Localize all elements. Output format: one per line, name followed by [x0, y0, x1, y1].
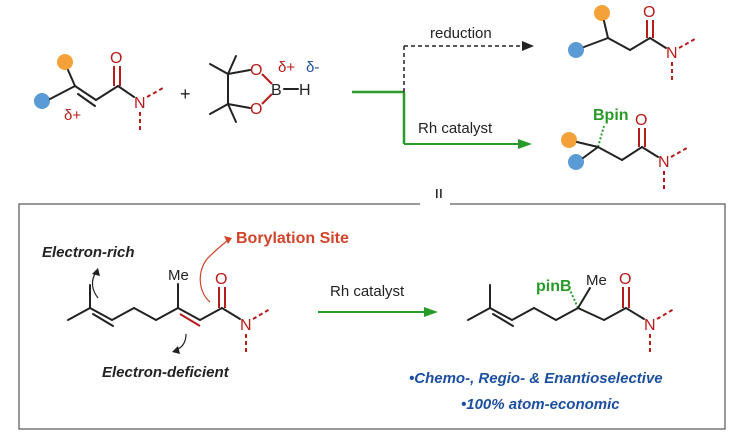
- plus-sign: +: [180, 84, 191, 104]
- substrate-molecule: O N δ+: [34, 50, 164, 132]
- borylation-site-label: Borylation Site: [236, 230, 349, 247]
- blue-substituent-dot: [568, 42, 584, 58]
- amide-nitrogen: N: [644, 317, 656, 334]
- carbonyl-oxygen: O: [215, 271, 227, 288]
- carbonyl-oxygen: O: [619, 271, 631, 288]
- application-box: [18, 203, 726, 430]
- carbonyl-oxygen: O: [643, 4, 655, 21]
- rh-catalyst-label-top: Rh catalyst: [418, 120, 493, 137]
- electron-rich-label: Electron-rich: [42, 244, 135, 261]
- amide-nitrogen: N: [240, 317, 252, 334]
- boronate-oxygen-top: O: [250, 62, 262, 79]
- carbonyl-oxygen: O: [110, 50, 122, 67]
- reduction-product: O N: [568, 4, 696, 82]
- methyl-label: Me: [168, 267, 189, 284]
- hydride-delta-minus: δ-: [306, 59, 319, 76]
- amide-nitrogen: N: [134, 95, 146, 112]
- amide-nitrogen: N: [666, 45, 678, 62]
- orange-substituent-dot: [561, 132, 577, 148]
- reduction-label: reduction: [430, 25, 492, 42]
- feature-selectivity: •Chemo-, Regio- & Enantioselective: [409, 370, 663, 387]
- rh-catalyst-label-box: Rh catalyst: [330, 283, 405, 300]
- amide-nitrogen: N: [658, 154, 670, 171]
- pinb-label: pinB: [536, 278, 572, 295]
- methyl-label: Me: [586, 272, 607, 289]
- carbonyl-oxygen: O: [635, 112, 647, 129]
- feature-atom-economy: •100% atom-economic: [461, 396, 620, 413]
- boron-delta-plus: δ+: [278, 59, 295, 76]
- hydroboration-product: Bpin O N: [561, 107, 688, 189]
- borylation-site-arrow: [199, 239, 229, 303]
- blue-substituent-dot: [568, 154, 584, 170]
- boronate-oxygen-bottom: O: [250, 101, 262, 118]
- pinacolborane-molecule: O O B H δ+ δ-: [209, 55, 319, 123]
- delta-plus-label: δ+: [64, 107, 81, 124]
- orange-substituent-dot: [594, 5, 610, 21]
- borylated-product: pinB Me O N: [467, 271, 675, 354]
- boron-atom: B: [271, 82, 282, 99]
- branch-arrows: reduction Rh catalyst: [352, 25, 534, 149]
- electron-rich-arrow: [91, 271, 99, 299]
- electron-deficient-label: Electron-deficient: [102, 364, 230, 381]
- bpin-label: Bpin: [593, 107, 629, 124]
- orange-substituent-dot: [57, 54, 73, 70]
- diene-substrate: Me O N: [67, 267, 271, 354]
- hydride-atom: H: [299, 82, 311, 99]
- blue-substituent-dot: [34, 93, 50, 109]
